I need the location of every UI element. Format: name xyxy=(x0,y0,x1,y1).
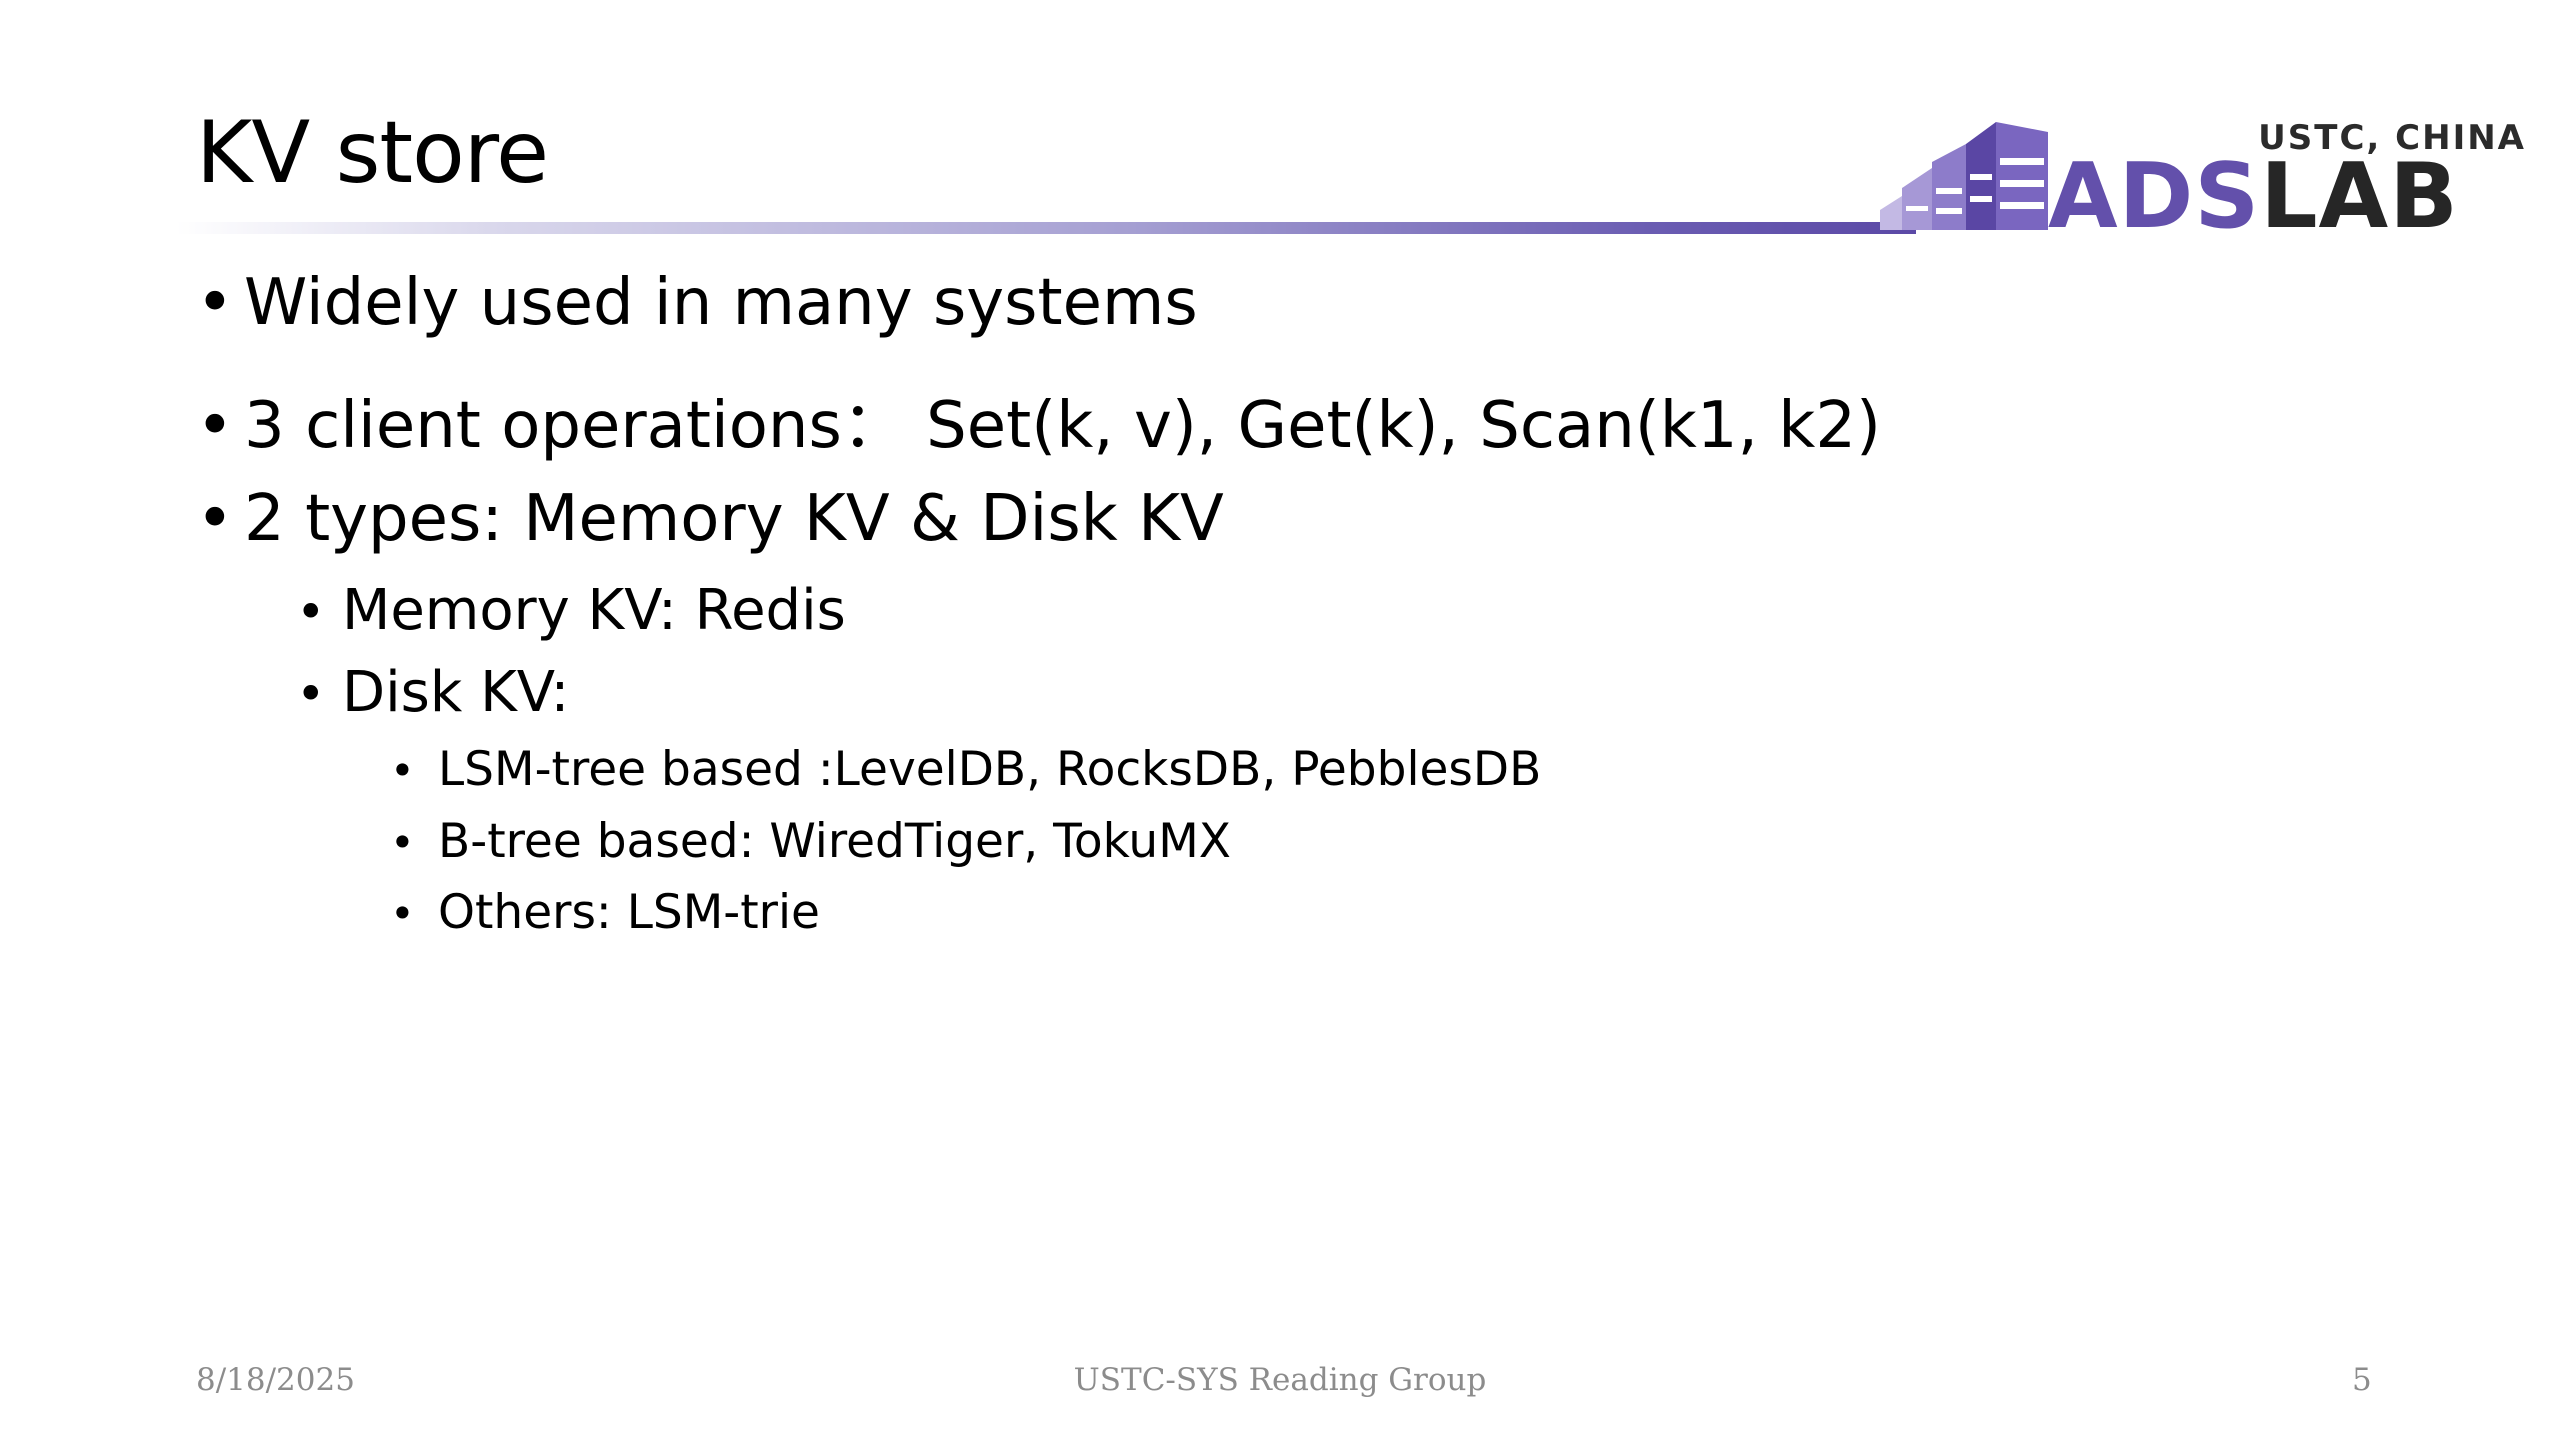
bullet-text: Memory KV: Redis xyxy=(342,578,846,643)
bullet-client-operations: • 3 client operations： Set(k, v), Get(k)… xyxy=(196,374,1881,466)
logo-subtitle: USTC, CHINA xyxy=(2258,118,2526,158)
slide-title: KV store xyxy=(196,103,549,203)
bullet-text: 2 types: Memory KV & Disk KV xyxy=(244,482,1224,556)
logo-building-icon xyxy=(1880,122,2048,230)
bullet-others: • Others: LSM-trie xyxy=(390,885,820,940)
logo-name-lab: LAB xyxy=(2260,144,2459,249)
bullet-marker: • xyxy=(390,889,415,938)
bullet-text: Others: LSM-trie xyxy=(438,885,820,940)
bullet-marker: • xyxy=(196,389,234,463)
bullet-widely-used: • Widely used in many systems xyxy=(196,266,1198,340)
bullet-marker: • xyxy=(196,482,234,556)
logo-name-ads: ADS xyxy=(2048,144,2261,249)
adslab-logo: USTC, CHINA ADSLAB xyxy=(1880,118,2540,242)
bullet-text: Widely used in many systems xyxy=(244,266,1198,340)
bullet-text: B-tree based: WiredTiger, TokuMX xyxy=(438,814,1231,869)
bullet-marker: • xyxy=(390,818,415,867)
bullet-kv-types: • 2 types: Memory KV & Disk KV xyxy=(196,482,1224,556)
bullet-text: 3 client operations： Set(k, v), Get(k), … xyxy=(244,389,1882,463)
footer-page-number: 5 xyxy=(2352,1362,2372,1398)
footer-group-name: USTC-SYS Reading Group xyxy=(1073,1362,1487,1398)
bullet-marker: • xyxy=(390,746,415,795)
bullet-marker: • xyxy=(296,583,326,641)
bullet-marker: • xyxy=(196,266,234,340)
bullet-text: LSM-tree based :LevelDB, RocksDB, Pebble… xyxy=(438,742,1542,797)
bullet-disk-kv: • Disk KV: xyxy=(296,660,569,725)
bullet-memory-kv: • Memory KV: Redis xyxy=(296,578,846,643)
bullet-text: Disk KV: xyxy=(342,660,570,725)
title-divider xyxy=(176,222,1916,234)
bullet-marker: • xyxy=(296,665,326,723)
bullet-lsm-tree: • LSM-tree based :LevelDB, RocksDB, Pebb… xyxy=(390,742,1541,797)
bullet-b-tree: • B-tree based: WiredTiger, TokuMX xyxy=(390,814,1231,869)
footer-date: 8/18/2025 xyxy=(196,1362,355,1398)
logo-name: ADSLAB xyxy=(2048,152,2459,242)
